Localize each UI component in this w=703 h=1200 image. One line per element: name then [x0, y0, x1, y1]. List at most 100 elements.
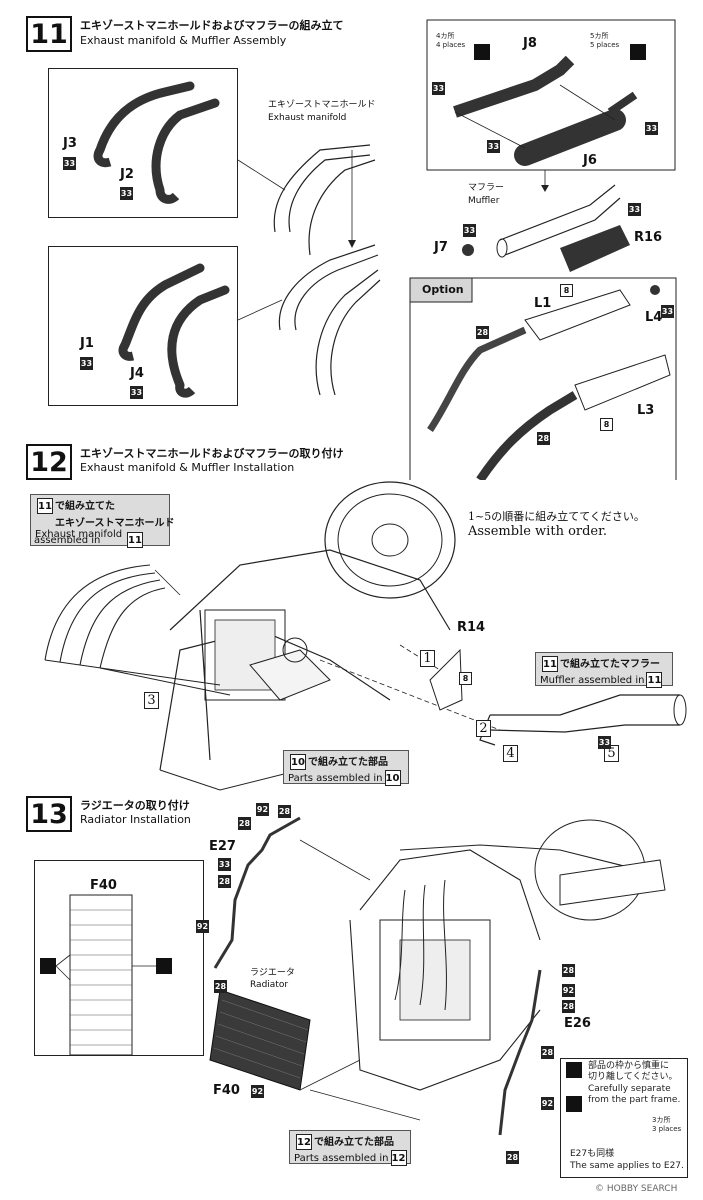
part-j1-label: J1 [80, 336, 94, 351]
callout-parts12-ref2: 12 [390, 1150, 407, 1166]
muffler-label-jp: マフラー [468, 183, 505, 193]
callout-parts10-ref2: 10 [384, 770, 401, 786]
callout-muffler-en: Muffler assembled in [540, 675, 645, 686]
callout-manifold-ref2: 11 [127, 532, 143, 548]
step-11-title-en: Exhaust manifold & Muffler Assembly [80, 34, 287, 47]
step-12-number: 12 [26, 444, 72, 480]
part-l1-label: L1 [534, 296, 552, 311]
step-13-title-en: Radiator Installation [80, 813, 191, 826]
part-j7-label: J7 [434, 240, 448, 255]
note-en2: from the part frame. [588, 1095, 681, 1105]
callout-muffler-jp: で組み立てたマフラー [560, 659, 660, 670]
callout-parts10-en: Parts assembled in [288, 773, 383, 784]
badge-33-j7: 33 [463, 224, 476, 237]
places-5-en: 5 places [590, 41, 620, 49]
order-note-jp: 1~5の順番に組み立ててください。 [468, 510, 645, 523]
step-12-title-jp: エキゾーストマニホールドおよびマフラーの取り付け [80, 447, 344, 460]
hobby-search-watermark: © HOBBY SEARCH [595, 1184, 678, 1194]
places-4-en: 4 places [436, 41, 466, 49]
places-4-jp: 4カ所 [436, 32, 455, 40]
badge-28-e27b: 28 [218, 875, 231, 888]
step-13-drawing [40, 816, 666, 1153]
manifold-box-lower [48, 246, 238, 406]
note-places-jp: 3カ所 [652, 1116, 671, 1124]
part-r16-label: R16 [634, 230, 663, 245]
part-f40-label: F40 [213, 1083, 240, 1098]
step-11-drawings [93, 19, 677, 480]
badge-8-r14: 8 [459, 672, 472, 685]
callout-parts12-en: Parts assembled in [294, 1153, 389, 1164]
part-r14-label: R14 [457, 620, 486, 635]
badge-28-e27a: 28 [238, 817, 251, 830]
badge-33-j8-right: 33 [645, 122, 658, 135]
note-same-jp: E27も同様 [570, 1149, 615, 1159]
part-e27-label: E27 [209, 839, 236, 854]
callout-manifold-jp2: エキゾーストマニホールド [55, 518, 175, 529]
places-5-jp: 5カ所 [590, 32, 609, 40]
badge-33-j3: 33 [63, 157, 76, 170]
badge-28-e26a: 28 [562, 964, 575, 977]
badge-33-j2: 33 [120, 187, 133, 200]
callout-parts10-jp: で組み立てた部品 [308, 757, 388, 768]
radiator-label-jp: ラジエータ [250, 968, 295, 978]
badge-28-e26c: 28 [541, 1046, 554, 1059]
badge-33-j4: 33 [130, 386, 143, 399]
part-j2-label: J2 [120, 167, 134, 182]
badge-28-bottom: 28 [506, 1151, 519, 1164]
badge-28-l1: 28 [476, 326, 489, 339]
step-13-number: 13 [26, 796, 72, 832]
seq-3: 3 [144, 692, 159, 709]
step-12-title-en: Exhaust manifold & Muffler Installation [80, 461, 295, 474]
step-11-number: 11 [26, 16, 72, 52]
step-12-drawing [44, 481, 687, 791]
callout-muffler-ref: 11 [542, 656, 558, 672]
order-note-en: Assemble with order. [468, 524, 608, 539]
option-label: Option [422, 283, 464, 296]
cutter-icon [566, 1096, 582, 1112]
callout-manifold-en: Exhaust manifold [35, 529, 123, 540]
seq-2: 2 [476, 720, 491, 737]
step-13-title-jp: ラジエータの取り付け [80, 799, 190, 812]
order-note: 1~5の順番に組み立ててください。 Assemble with order. [468, 508, 678, 550]
badge-33-j8-left: 33 [432, 82, 445, 95]
badge-8-l3: 8 [600, 418, 613, 431]
note-en1: Carefully separate [588, 1084, 671, 1094]
badge-33-j6: 33 [487, 140, 500, 153]
callout-parts12-jp: で組み立てた部品 [314, 1137, 394, 1148]
callout-manifold-ref: 11 [37, 498, 53, 514]
badge-92-e27: 92 [196, 920, 209, 933]
badge-28-top: 28 [278, 805, 291, 818]
manifold-label-jp: エキゾーストマニホールド [268, 100, 376, 110]
note-same-en: The same applies to E27. [570, 1161, 684, 1171]
callout-parts10-ref: 10 [290, 754, 306, 770]
manifold-box-upper [48, 68, 238, 218]
badge-92-f40: 92 [251, 1085, 264, 1098]
badge-33-j1: 33 [80, 357, 93, 370]
part-j8-label: J8 [523, 36, 537, 51]
badge-33-l4: 33 [661, 305, 674, 318]
note-jp2: 切り離してください。 [588, 1072, 678, 1082]
badge-92-top: 92 [256, 803, 269, 816]
badge-92-e26: 92 [562, 984, 575, 997]
badge-33-step12: 33 [598, 736, 611, 749]
step-11-title-jp: エキゾーストマニホールドおよびマフラーの組み立て [80, 19, 344, 32]
badge-8-l1: 8 [560, 284, 573, 297]
seq-1: 1 [420, 650, 435, 667]
part-j4-label: J4 [130, 366, 144, 381]
part-e26-label: E26 [564, 1016, 591, 1031]
badge-28-l3: 28 [537, 432, 550, 445]
muffler-label-en: Muffler [468, 196, 500, 206]
callout-parts12-ref: 12 [296, 1134, 312, 1150]
badge-33-r16: 33 [628, 203, 641, 216]
manifold-label-en: Exhaust manifold [268, 113, 347, 123]
badge-28-e26b: 28 [562, 1000, 575, 1013]
note-places-en: 3 places [652, 1125, 682, 1133]
badge-92-e26b: 92 [541, 1097, 554, 1110]
seq-5: 5 [604, 745, 619, 762]
callout-manifold-en2: assembled in [34, 535, 101, 546]
part-l4-label: L4 [645, 310, 663, 325]
